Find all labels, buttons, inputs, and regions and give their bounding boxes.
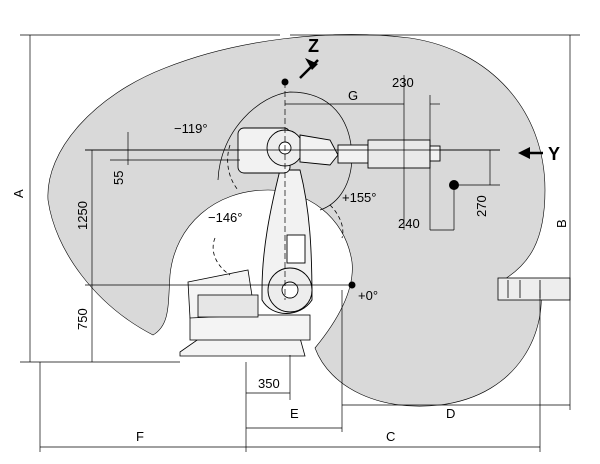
label-e: E [290, 406, 299, 421]
label-750: 750 [75, 308, 90, 330]
label-angle-minus146: −146° [208, 210, 242, 225]
label-angle-plus155: +155° [342, 190, 376, 205]
label-angle-minus119: −119° [174, 121, 208, 136]
label-angle-plus0: +0° [358, 288, 378, 303]
y-arrow [518, 147, 530, 159]
robot-base [179, 269, 311, 357]
angle-arcs [212, 144, 344, 276]
label-1250: 1250 [75, 201, 90, 230]
label-g: G [348, 88, 358, 103]
label-d: D [446, 406, 455, 421]
dimension-lines [20, 34, 580, 452]
label-y-axis: Y [548, 144, 560, 164]
label-f: F [136, 429, 144, 444]
label-55: 55 [111, 171, 126, 185]
z-arrow [305, 58, 318, 70]
robot-arm-lower [261, 169, 313, 314]
label-a: A [11, 189, 26, 198]
label-240: 240 [398, 216, 420, 231]
label-c: C [386, 429, 395, 444]
robot-tool-right [497, 277, 571, 301]
label-z-axis: Z [308, 36, 319, 56]
label-270: 270 [474, 195, 489, 217]
label-350: 350 [258, 376, 280, 391]
label-b: B [554, 219, 569, 228]
inner-reach-arc [217, 91, 353, 211]
label-230: 230 [392, 75, 414, 90]
